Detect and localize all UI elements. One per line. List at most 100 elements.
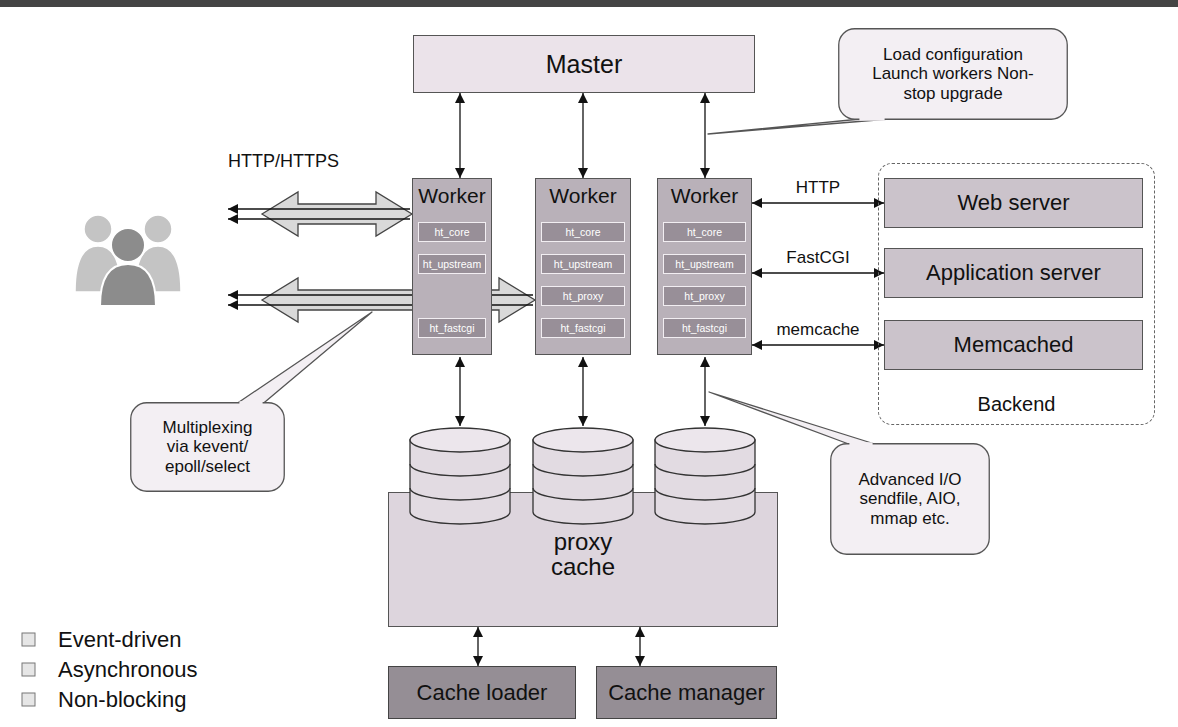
callout-seam: [239, 401, 262, 404]
disk-cylinder: [410, 428, 510, 524]
module-box: ht_upstream: [541, 254, 625, 274]
node-text: Worker: [549, 184, 616, 208]
feature-bullet: Event-driven: [58, 627, 182, 653]
node-text: Multiplexing via kevent/ epoll/select: [152, 418, 264, 477]
users-icon: [75, 215, 181, 306]
module-box: ht_upstream: [418, 254, 486, 274]
disk-body: [410, 440, 510, 524]
module-box: ht_fastcgi: [541, 318, 625, 338]
node-text: Worker: [671, 184, 738, 208]
module-box: ht_fastcgi: [663, 318, 746, 338]
module-box: ht_fastcgi: [418, 318, 486, 338]
traffic-arrow: [262, 278, 535, 322]
bullet-square: [22, 693, 35, 706]
backend-box: Memcached: [884, 320, 1143, 370]
node-text: ht_fastcgi: [561, 322, 606, 334]
traffic-line: [228, 218, 410, 219]
traffic-arrow: [262, 192, 412, 236]
traffic-line: [228, 208, 410, 209]
worker-box: Worker ht_core ht_upstream ht_proxy ht_fastc…: [657, 178, 752, 355]
user-head: [111, 228, 145, 262]
disk-top: [533, 428, 633, 452]
node-text: ht_upstream: [423, 258, 481, 270]
worker-box: Worker ht_core ht_upstream ht_fastcgi: [412, 178, 492, 355]
disk-cylinder: [533, 428, 633, 524]
callout-tail: [709, 392, 874, 444]
callout-tail: [708, 119, 886, 134]
callout-bubble: Load configuration Launch workers Non-st…: [838, 28, 1068, 120]
connector-arrow: [752, 202, 884, 203]
proxy-cache-box: proxy cache: [388, 492, 778, 627]
disk-cylinder: [655, 428, 755, 524]
module-box: ht_proxy: [663, 286, 746, 306]
node-text: Cache loader: [417, 680, 548, 705]
master-box: Master: [413, 35, 755, 93]
node-text: ht_core: [565, 226, 600, 238]
module-box: ht_core: [541, 222, 625, 242]
top-bar: [0, 0, 1178, 7]
protocol-label: FastCGI: [784, 249, 851, 268]
user-head: [144, 215, 172, 243]
disk-top: [410, 428, 510, 452]
node-text: Application server: [926, 260, 1101, 285]
node-text: Backend: [978, 393, 1056, 416]
io-arrow: [582, 357, 583, 426]
connector-arrow: [477, 627, 478, 666]
io-arrow: [459, 357, 460, 426]
protocol-label: HTTP: [794, 179, 842, 198]
feature-bullet: Asynchronous: [58, 657, 197, 683]
disk-top: [655, 428, 755, 452]
callout-body: [839, 29, 1068, 120]
callout-seam: [849, 442, 872, 445]
cache-process-box: Cache manager: [596, 666, 777, 719]
disk-band: [533, 464, 633, 500]
node-text: Master: [546, 50, 622, 79]
node-text: Advanced I/O sendfile, AIO, mmap etc.: [848, 470, 973, 529]
disk-band: [410, 464, 510, 500]
worker-box: Worker ht_core ht_upstream ht_proxy ht_fastc…: [535, 178, 631, 355]
bullet-square: [22, 663, 35, 676]
disk-band: [655, 464, 755, 500]
callout-tail: [238, 312, 372, 403]
backend-group: Backend Web serverApplication serverMemca…: [878, 163, 1155, 425]
callout-seam: [859, 118, 884, 121]
node-text: ht_fastcgi: [682, 322, 727, 334]
protocol-label: memcache: [774, 321, 861, 340]
feature-bullet: Non-blocking: [58, 687, 186, 713]
node-text: proxy cache: [538, 529, 628, 579]
module-box: ht_proxy: [541, 286, 625, 306]
node-text: Web server: [957, 190, 1069, 215]
node-text: Cache manager: [608, 680, 765, 705]
node-text: ht_core: [687, 226, 722, 238]
node-text: ht_proxy: [684, 290, 724, 302]
connector-arrow: [639, 627, 640, 666]
connector-arrow: [582, 93, 583, 178]
disk-body: [655, 440, 755, 524]
callout-body: [131, 403, 285, 492]
user-body: [100, 264, 156, 306]
node-text: Memcached: [954, 332, 1074, 357]
node-text: ht_fastcgi: [430, 322, 475, 334]
backend-box: Web server: [884, 178, 1143, 228]
callout-bubble: Advanced I/O sendfile, AIO, mmap etc.: [830, 443, 990, 555]
connector-arrow: [459, 93, 460, 178]
node-text: ht_upstream: [675, 258, 733, 270]
node-text: ht_proxy: [563, 290, 603, 302]
node-text: Load configuration Launch workers Non-st…: [863, 45, 1043, 104]
io-arrow: [704, 357, 705, 426]
connector-arrow: [704, 93, 705, 178]
node-text: Worker: [418, 184, 485, 208]
node-text: ht_core: [434, 226, 469, 238]
cache-process-box: Cache loader: [388, 666, 576, 719]
module-box: ht_core: [418, 222, 486, 242]
module-box: ht_upstream: [663, 254, 746, 274]
connector-arrow: [752, 272, 884, 273]
callout-body: [831, 444, 990, 555]
disk-body: [533, 440, 633, 524]
node-text: ht_upstream: [554, 258, 612, 270]
callout-bubble: Multiplexing via kevent/ epoll/select: [130, 402, 285, 492]
protocol-label: HTTP/HTTPS: [228, 148, 339, 174]
bullet-square: [22, 633, 35, 646]
user-head: [84, 215, 112, 243]
